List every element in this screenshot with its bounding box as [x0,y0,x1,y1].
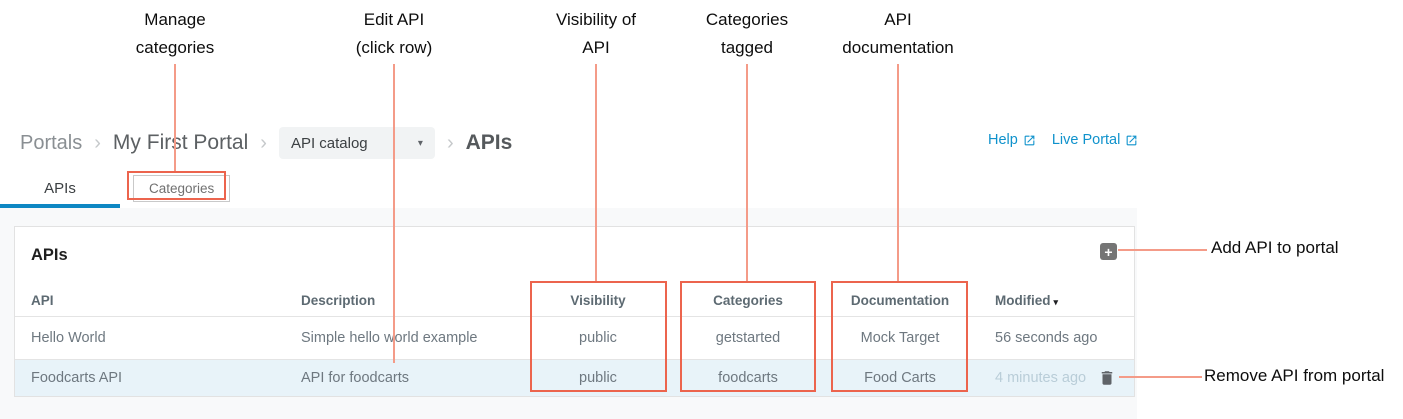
chevron-right-icon: › [260,131,267,154]
panel-title: APIs [31,246,68,264]
header-links: Help Live Portal [988,132,1138,148]
breadcrumb-my-first-portal[interactable]: My First Portal [112,131,249,154]
annotation-line-add-api [1118,249,1207,251]
cell-modified: 4 minutes ago [995,370,1087,386]
cell-documentation: Mock Target [860,330,940,346]
cell-visibility: public [579,370,617,386]
annotation-box-categories-column [680,281,816,392]
apis-panel: APIs + API Description Visibility Catego… [14,226,1135,397]
live-portal-link-label: Live Portal [1051,132,1121,148]
column-header-documentation[interactable]: Documentation [850,293,950,308]
cell-categories: foodcarts [718,370,778,386]
annotation-add-api-to-portal: Add API to portal [1211,238,1339,257]
api-catalog-dropdown[interactable]: API catalog ▾ [278,127,435,159]
external-link-icon [1126,135,1137,145]
help-link-label: Help [988,132,1018,148]
caret-down-icon: ▾ [417,137,423,149]
column-header-modified-label: Modified [995,293,1051,308]
table-row-foodcarts-api[interactable]: Foodcarts API API for foodcarts public f… [15,359,1134,396]
tab-apis[interactable]: APIs [0,172,120,208]
table-row-hello-world[interactable]: Hello World Simple hello world example p… [15,317,1134,359]
annotation-box-categories-tab [127,171,226,200]
annotation-box-visibility-column [530,281,667,392]
breadcrumb-apis: APIs [465,131,513,154]
annotation-line-documentation [897,64,899,282]
column-header-api[interactable]: API [31,293,54,308]
apis-table: API Description Visibility Categories Do… [15,285,1134,396]
annotation-line-visibility [595,64,597,282]
breadcrumb: Portals › My First Portal › API catalog … [20,126,512,160]
breadcrumb-portals[interactable]: Portals [20,131,83,154]
table-header-row: API Description Visibility Categories Do… [15,285,1134,317]
annotation-categories-tagged: Categories tagged [705,10,789,57]
cell-categories: getstarted [715,330,781,346]
annotation-visibility-of-api: Visibility of API [556,10,636,57]
help-link[interactable]: Help [988,132,1036,148]
annotation-manage-categories: Manage categories [135,10,215,57]
plus-icon: + [1104,243,1113,260]
annotation-line-remove-api [1119,376,1202,378]
cell-api: Hello World [31,330,106,346]
cell-description: Simple hello world example [301,330,478,346]
annotation-line-edit-api [393,64,395,363]
chevron-right-icon: › [94,131,101,154]
column-header-visibility[interactable]: Visibility [570,293,626,308]
trash-icon [1101,371,1113,385]
column-header-modified[interactable]: Modified▾ [995,293,1115,308]
cell-documentation: Food Carts [864,370,936,386]
cell-api: Foodcarts API [31,370,123,386]
cell-modified: 56 seconds ago [995,330,1098,346]
annotation-line-manage-categories [174,64,176,172]
external-link-icon [1024,135,1035,145]
cell-visibility: public [579,330,617,346]
annotation-edit-api: Edit API (click row) [355,10,433,57]
cell-description: API for foodcarts [301,370,409,386]
annotation-box-documentation-column [831,281,968,392]
annotation-remove-api-from-portal: Remove API from portal [1204,366,1385,385]
chevron-right-icon: › [446,131,454,154]
column-header-description[interactable]: Description [301,293,376,308]
annotation-line-categories [746,64,748,282]
annotation-api-documentation: API documentation [842,10,954,57]
column-header-categories[interactable]: Categories [713,293,783,308]
tab-categories[interactable]: Categories [133,175,231,202]
remove-api-button[interactable] [1098,369,1116,387]
sort-desc-icon: ▾ [1053,297,1059,307]
add-api-button[interactable]: + [1100,243,1117,260]
api-catalog-dropdown-value: API catalog [290,134,368,152]
live-portal-link[interactable]: Live Portal [1052,132,1139,148]
